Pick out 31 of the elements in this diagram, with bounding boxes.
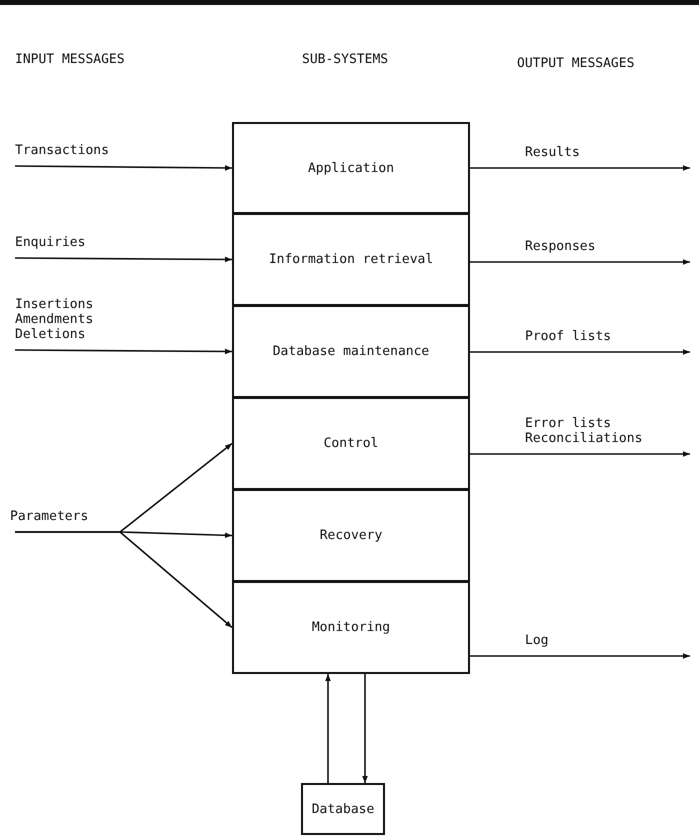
arrow (470, 451, 690, 457)
column-heading: SUB-SYSTEMS (302, 52, 388, 67)
column-heading: OUTPUT MESSAGES (517, 56, 634, 71)
arrow (15, 256, 232, 262)
node-label: Database (312, 802, 374, 816)
process-box (232, 122, 470, 214)
edge-label: Enquiries (15, 236, 86, 251)
arrow (470, 349, 690, 355)
arrow (470, 259, 690, 265)
node-label: Monitoring (312, 620, 390, 635)
process-box (232, 305, 470, 398)
node-label: Information retrieval (268, 252, 434, 267)
node-label: Database maintenance (272, 344, 430, 359)
column-heading: INPUT MESSAGES (15, 52, 125, 67)
arrow (325, 674, 331, 783)
node-label: Recovery (320, 528, 382, 543)
process-box (232, 397, 470, 490)
arrow (15, 165, 232, 171)
process-box (232, 489, 470, 582)
arrow (362, 674, 368, 783)
edge-label: Responses (525, 240, 596, 255)
edge-label: Log (525, 634, 548, 649)
arrow (470, 653, 690, 659)
node-label: Control (324, 436, 378, 451)
arrow (470, 165, 690, 171)
node-label: Application (308, 160, 394, 176)
arrow (15, 531, 233, 628)
database-box (301, 783, 385, 835)
process-box (232, 213, 470, 306)
arrow (15, 348, 232, 354)
process-box (232, 581, 470, 674)
